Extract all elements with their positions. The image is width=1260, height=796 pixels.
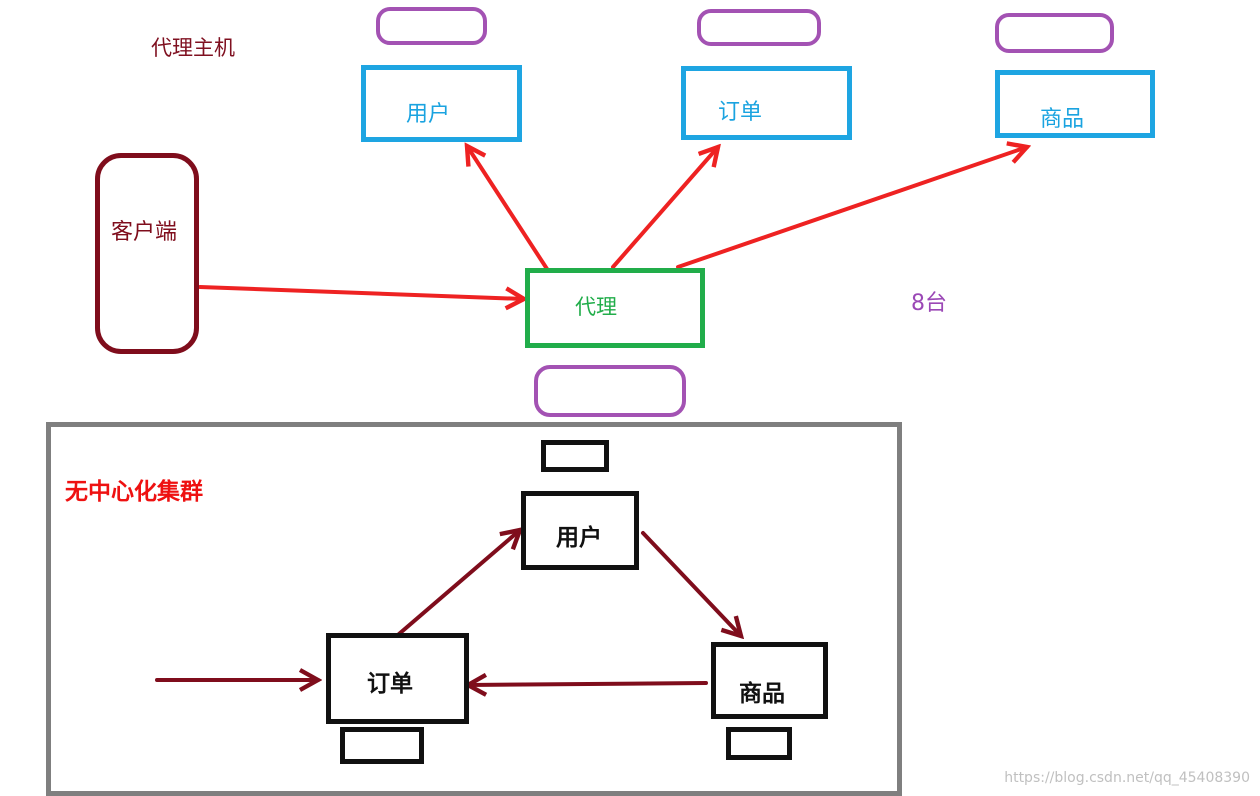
user-service-label: 用户 [406, 102, 451, 127]
proxy-host-pill [534, 365, 686, 417]
product-service-node [995, 70, 1155, 138]
arrow-order-to-user [390, 530, 520, 642]
order-host-slot [340, 727, 424, 764]
order-host-pill [697, 9, 821, 46]
proxy-node [525, 268, 705, 348]
product-service-label: 商品 [1040, 107, 1085, 132]
product-host-pill [995, 13, 1114, 53]
proxy-host-label: 代理主机 [151, 36, 235, 60]
arrow-product-to-order [468, 683, 708, 685]
cluster-user-node [521, 491, 639, 570]
cluster-order-node [326, 633, 469, 724]
cluster-title: 无中心化集群 [65, 479, 203, 505]
machine-count-label: 8台 [911, 291, 947, 316]
order-service-node [681, 66, 852, 140]
cluster-product-node [711, 642, 828, 719]
proxy-label: 代理 [575, 295, 617, 319]
arrow-user-to-product [641, 531, 741, 636]
cluster-user-label: 用户 [556, 525, 602, 551]
arrow-proxy-to-order [611, 147, 718, 269]
client-node [95, 153, 199, 354]
arrow-proxy-to-user [467, 146, 551, 274]
product-host-slot [726, 727, 792, 760]
user-host-pill [376, 7, 487, 45]
order-service-label: 订单 [718, 100, 763, 125]
arrow-proxy-to-product [676, 147, 1027, 269]
cluster-product-label: 商品 [739, 681, 785, 707]
user-host-slot [541, 440, 609, 472]
arrow-client-to-proxy [198, 285, 524, 299]
watermark: https://blog.csdn.net/qq_45408390 [1004, 770, 1250, 786]
cluster-order-label: 订单 [367, 671, 413, 697]
user-service-node [361, 65, 522, 142]
client-label: 客户端 [111, 220, 178, 245]
cluster-frame [46, 422, 902, 796]
